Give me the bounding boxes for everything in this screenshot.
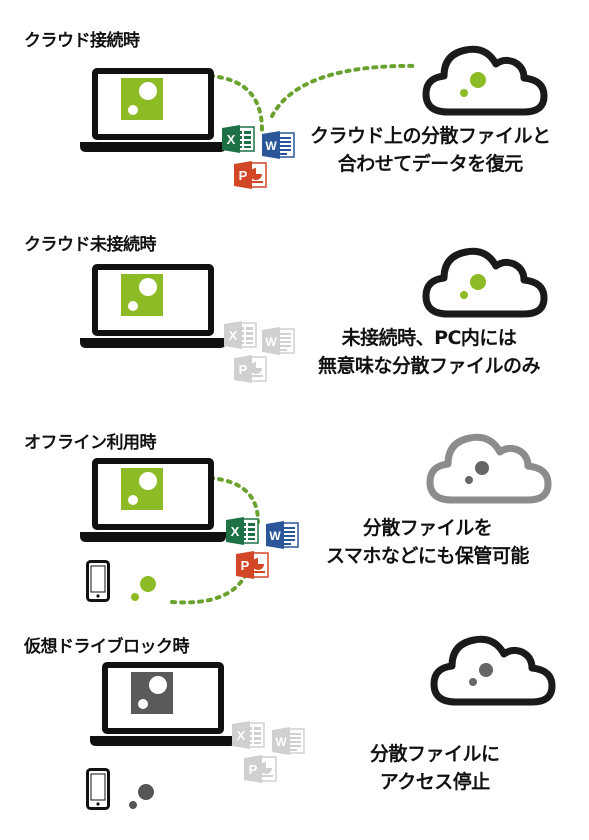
word-icon xyxy=(266,520,300,550)
excel-icon xyxy=(226,516,260,546)
cloud-icon xyxy=(428,630,558,710)
laptop-icon xyxy=(88,660,238,750)
laptop-icon xyxy=(78,66,228,156)
caption-line-1: 分散ファイルに xyxy=(370,743,500,765)
powerpoint-icon xyxy=(234,160,268,190)
cloud-file-dot xyxy=(470,72,486,88)
caption-line-2: アクセス停止 xyxy=(379,771,491,793)
word-icon xyxy=(262,130,296,160)
caption-line-2: 無意味な分散ファイルのみ xyxy=(318,355,541,377)
panel-offline-use: オフライン利用時 分散ファイルを スマホなどにも保管可能 xyxy=(0,412,589,622)
powerpoint-icon xyxy=(236,550,270,580)
sync-dotted-line xyxy=(170,476,260,605)
panel-title: 仮想ドライブロック時 xyxy=(24,637,190,657)
panel-cloud-disconnected: クラウド未接続時 未接続時、PC内には 無意味な分散ファイルのみ xyxy=(0,214,589,424)
cloud-file-dot xyxy=(475,461,489,475)
word-icon xyxy=(272,726,306,756)
smartphone-icon xyxy=(86,560,110,602)
sync-dotted-line xyxy=(208,63,420,132)
panel-title: クラウド接続時 xyxy=(24,31,140,51)
panel-caption: 未接続時、PC内には 無意味な分散ファイルのみ xyxy=(318,324,541,380)
cloud-file-dot xyxy=(479,663,493,677)
panel-title: クラウド未接続時 xyxy=(24,235,157,255)
caption-line-2: 合わせてデータを復元 xyxy=(337,153,524,175)
panel-caption: クラウド上の分散ファイルと 合わせてデータを復元 xyxy=(310,122,551,178)
caption-line-1: クラウド上の分散ファイルと xyxy=(310,125,551,147)
laptop-icon xyxy=(78,262,228,352)
cloud-file-dot xyxy=(470,274,486,290)
excel-icon xyxy=(222,124,256,154)
panel-caption: 分散ファイルを スマホなどにも保管可能 xyxy=(326,514,529,570)
cloud-icon xyxy=(420,242,550,322)
panel-title: オフライン利用時 xyxy=(24,433,157,453)
caption-line-1: 未接続時、PC内には xyxy=(341,327,517,349)
panel-virtual-drive-locked: 仮想ドライブロック時 分散ファイルに アクセス停止 xyxy=(0,616,589,826)
excel-icon xyxy=(232,720,266,750)
cloud-icon xyxy=(420,40,550,120)
word-icon xyxy=(262,326,296,356)
phone-file-dots xyxy=(129,784,154,809)
cloud-icon xyxy=(424,428,554,508)
phone-file-dots xyxy=(131,576,156,601)
smartphone-icon xyxy=(86,768,110,810)
powerpoint-icon xyxy=(244,754,278,784)
panel-cloud-connected: クラウド接続時 クラウド上の分散ファイルと 合わせてデータを復元 xyxy=(0,10,589,220)
laptop-icon xyxy=(78,456,228,546)
panel-caption: 分散ファイルに アクセス停止 xyxy=(370,740,500,796)
excel-icon xyxy=(224,320,258,350)
caption-line-2: スマホなどにも保管可能 xyxy=(326,545,529,567)
caption-line-1: 分散ファイルを xyxy=(362,517,493,539)
powerpoint-icon xyxy=(234,354,268,384)
